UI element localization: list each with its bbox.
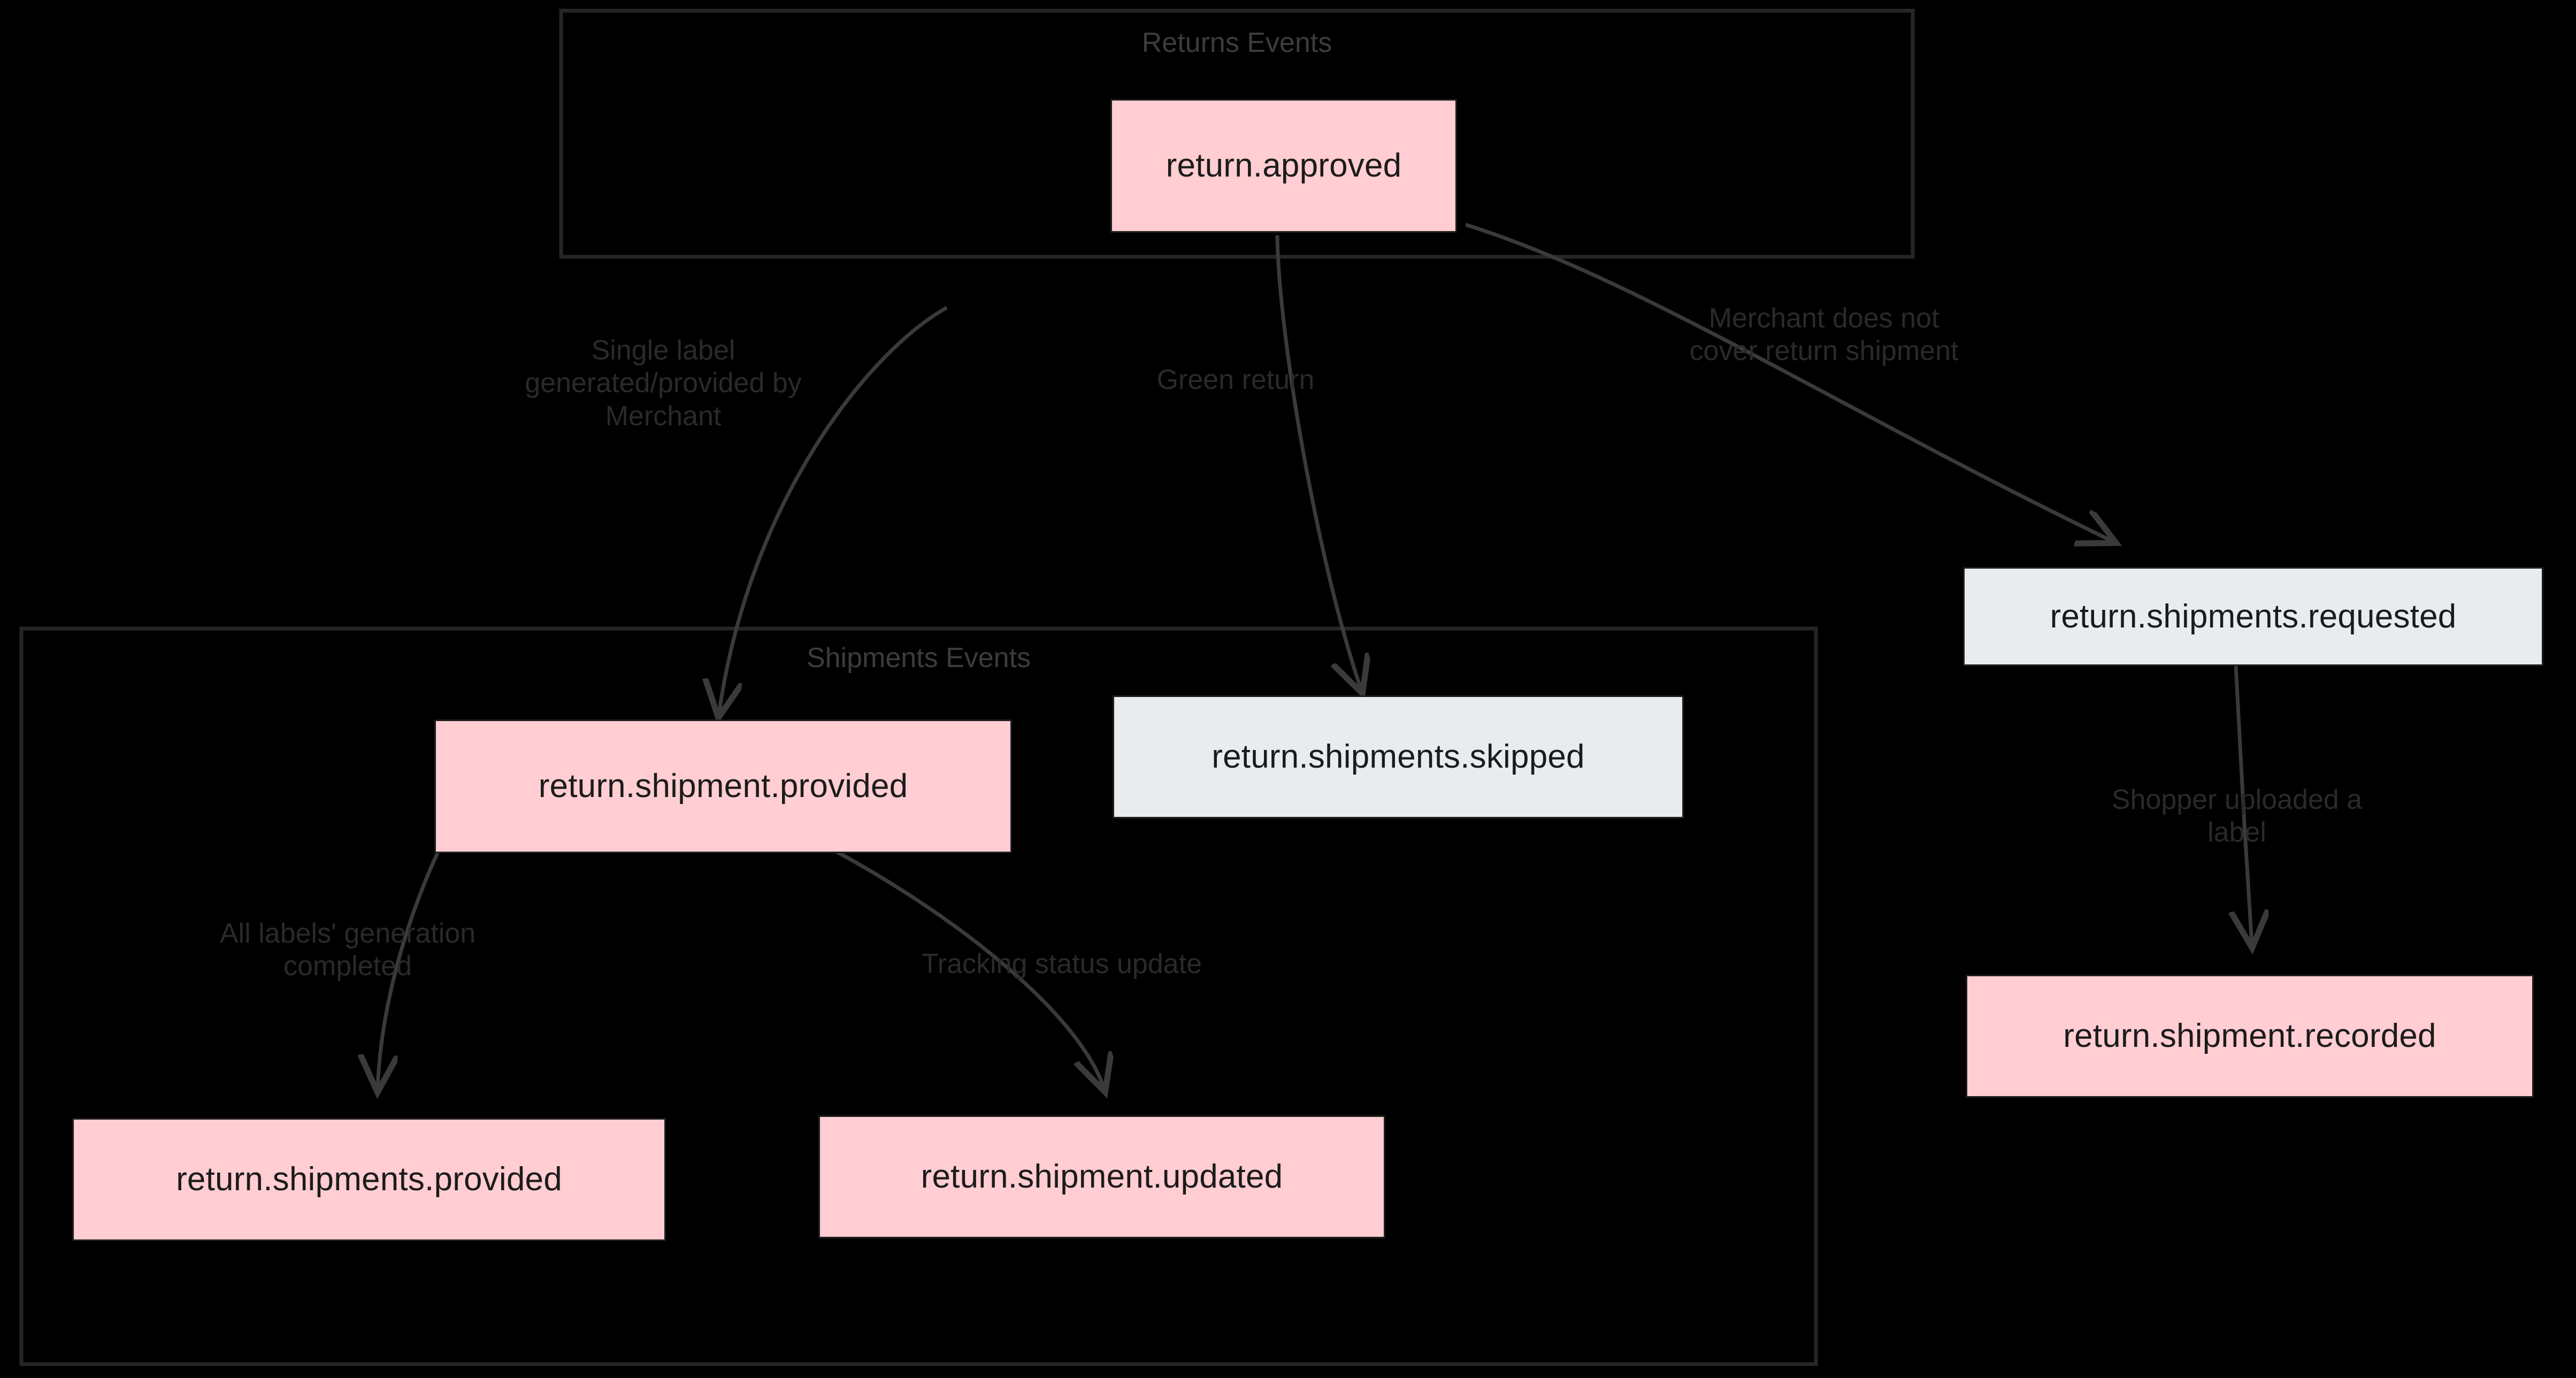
edge-label-line: Green return (1156, 364, 1315, 395)
edge-label-all-labels-generation-completed: All labels' generation completed (107, 917, 588, 983)
edge-label-single-label-generated-provided-by-merchant: Single label generated/provided by Merch… (396, 334, 931, 433)
node-return-shipments-skipped[interactable]: return.shipments.skipped (1113, 695, 1684, 818)
node-return-shipment-recorded[interactable]: return.shipment.recorded (1966, 975, 2534, 1098)
cluster-title-shipments-events: Shipments Events (806, 642, 1031, 673)
edge-label-line: Tracking status update (921, 948, 1202, 979)
node-label-return-shipments-skipped: return.shipments.skipped (1212, 738, 1585, 776)
node-label-return-shipment-recorded: return.shipment.recorded (2063, 1017, 2436, 1055)
node-return-shipment-provided[interactable]: return.shipment.provided (434, 719, 1012, 853)
node-return-shipments-provided[interactable]: return.shipments.provided (72, 1118, 666, 1241)
edge-label-merchant-does-not-cover-return-shipment: Merchant does not cover return shipment (1589, 302, 2059, 368)
edge-label-line: Merchant (605, 400, 722, 432)
node-label-return-shipments-requested: return.shipments.requested (2050, 598, 2457, 635)
cluster-title-returns-events: Returns Events (1141, 27, 1332, 58)
edge-label-green-return: Green return (1048, 364, 1423, 396)
edge-label-line: Shopper uploaded a (2111, 784, 2363, 815)
edge-approved-to-shipments-requested (1465, 223, 2113, 541)
node-label-return-shipments-provided: return.shipments.provided (176, 1161, 562, 1198)
node-label-return-shipment-provided: return.shipment.provided (538, 768, 908, 805)
edge-label-line: label (2207, 817, 2266, 848)
edge-label-line: cover return shipment (1689, 335, 1959, 367)
edge-label-shopper-uploaded-a-label: Shopper uploaded a label (2002, 784, 2472, 849)
edge-label-line: generated/provided by (525, 368, 802, 399)
edge-label-line: completed (283, 951, 412, 982)
node-return-approved[interactable]: return.approved (1110, 99, 1457, 233)
edge-approved-to-shipments-skipped (1275, 235, 1361, 690)
node-return-shipments-requested[interactable]: return.shipments.requested (1963, 567, 2543, 666)
edge-label-tracking-status-update: Tracking status update (826, 948, 1297, 981)
edge-label-line: Merchant does not (1708, 303, 1939, 334)
node-label-return-shipment-updated: return.shipment.updated (921, 1158, 1283, 1196)
node-label-return-approved: return.approved (1166, 147, 1402, 185)
edge-label-line: All labels' generation (219, 918, 476, 949)
node-return-shipment-updated[interactable]: return.shipment.updated (818, 1115, 1385, 1238)
edge-label-line: Single label (591, 335, 735, 366)
